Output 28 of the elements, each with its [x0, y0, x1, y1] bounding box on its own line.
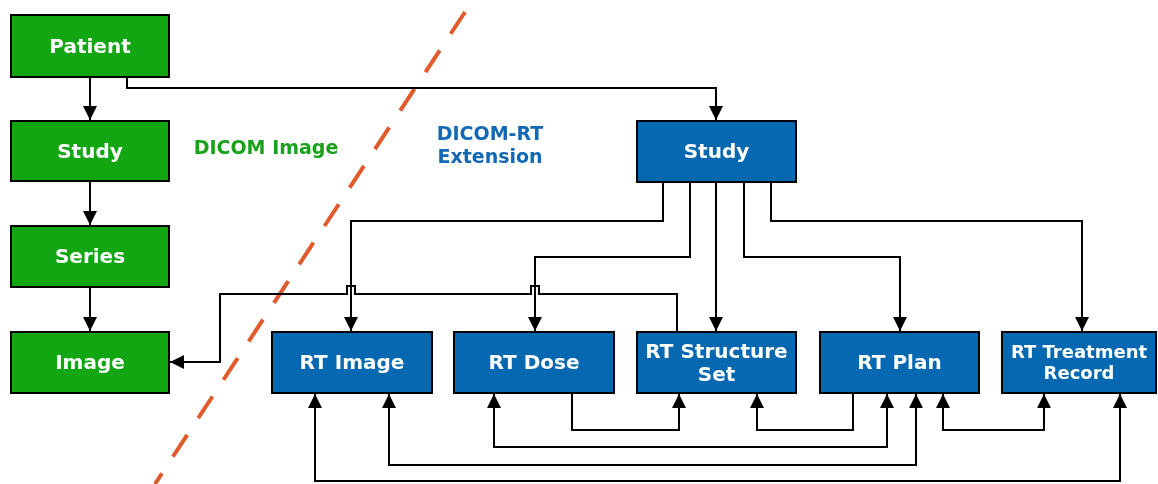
connector-arrow [528, 182, 691, 332]
region-label: DICOM Image [192, 136, 340, 159]
connector-arrow [83, 287, 97, 332]
connector-arrow [487, 393, 894, 448]
connector-arrow [308, 393, 1127, 482]
process-box: Patient [10, 14, 170, 78]
connector-arrow [344, 182, 664, 332]
process-box: Study [10, 120, 170, 182]
process-box: Study [636, 120, 797, 183]
process-box: RT Image [271, 331, 433, 394]
connector-arrow [743, 182, 907, 332]
process-box: RT Structure Set [636, 331, 797, 394]
connector-arrow [83, 77, 97, 121]
connector-arrow [382, 393, 923, 466]
connector-arrow [936, 393, 1051, 431]
process-box: Series [10, 225, 170, 288]
process-box: RT Dose [453, 331, 615, 394]
process-box: Image [10, 331, 170, 394]
connector-arrow [169, 285, 678, 369]
connector-arrow [709, 182, 723, 332]
connector-arrow [83, 181, 97, 226]
connector-arrow [126, 77, 723, 121]
region-label: DICOM-RT Extension [435, 122, 545, 168]
process-box: RT Treatment Record [1001, 331, 1157, 394]
connector-arrow [571, 393, 686, 431]
process-box: RT Plan [819, 331, 980, 394]
connector-arrow [770, 182, 1089, 332]
connector-arrow [750, 393, 854, 431]
